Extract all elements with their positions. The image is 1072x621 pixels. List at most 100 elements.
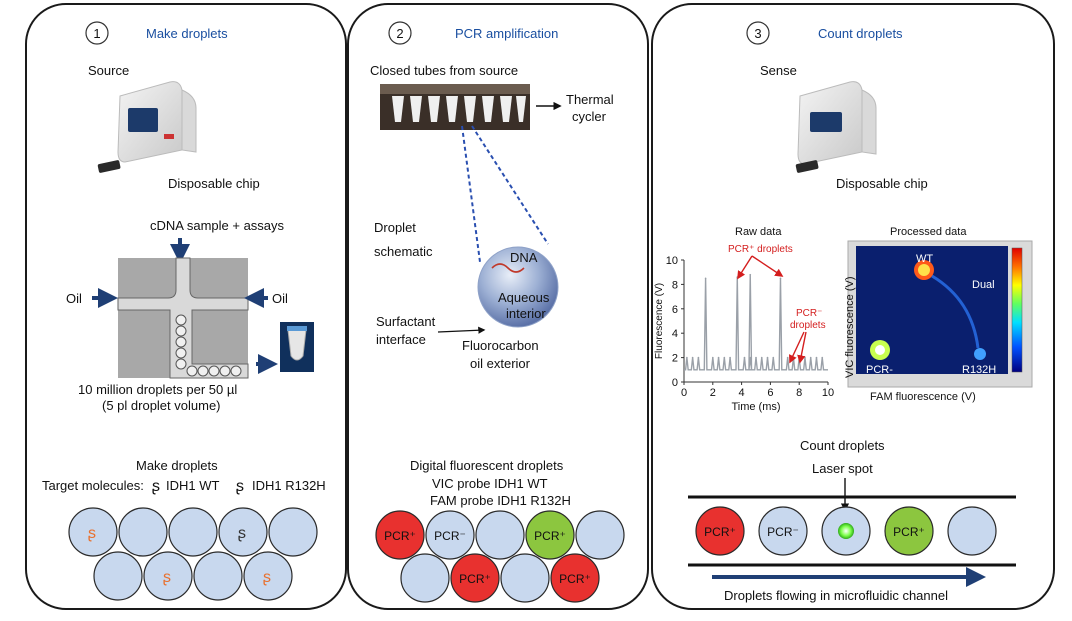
surfactant-line1: Surfactant: [376, 314, 436, 329]
droplet-train: [695, 506, 997, 556]
y-tick-label: 2: [672, 353, 678, 365]
panel-2-frame: [347, 3, 649, 610]
thermal-line1: Thermal: [566, 92, 614, 107]
target-wt-label: IDH1 WT: [166, 478, 220, 493]
panel-2-number: 2: [396, 26, 403, 41]
trace-peak-point: [809, 356, 812, 359]
trace-peak-point: [766, 356, 769, 359]
y-tick-label: 8: [672, 279, 678, 291]
zoom-line-left: [461, 125, 481, 263]
surfactant-arrow: [437, 326, 486, 334]
trace-peak-point: [712, 356, 714, 359]
pcr-neg-annotation-line2: droplets: [790, 320, 826, 331]
panel-1-number-circle: [85, 21, 109, 45]
pcr-minus-cluster-label: PCR-: [866, 364, 893, 376]
pcr-pos-arrow-1: [737, 255, 753, 280]
dual-cluster-label: Dual: [972, 279, 995, 291]
train-label-pos: PCR⁺: [704, 525, 736, 539]
pcr-pos-arrow-2: [751, 255, 784, 277]
droplet-schematic-line1: Droplet: [374, 220, 416, 235]
fluorescence-trace: [684, 274, 828, 371]
trace-peak-point: [779, 277, 782, 280]
droplet-generator-instrument: [117, 81, 197, 163]
trace-peak-point: [691, 356, 694, 359]
y-tick-label: 0: [672, 377, 678, 389]
y-axis-label: Fluorescence (V): [654, 283, 665, 359]
fam-probe-label: FAM probe IDH1 R132H: [430, 493, 571, 508]
panel-2-title: PCR amplification: [455, 26, 558, 41]
x-tick-label: 6: [767, 387, 773, 399]
trace-peak-point: [749, 356, 752, 359]
fam-axis-label: FAM fluorescence (V): [870, 391, 976, 403]
trace-peak-point: [804, 356, 806, 359]
pcr-neg-arrow-1: [789, 331, 805, 364]
digital-droplets-title: Digital fluorescent droplets: [410, 458, 564, 473]
sample-label: cDNA sample + assays: [150, 218, 285, 233]
x-tick-label: 0: [681, 387, 687, 399]
laser-spot-label: Laser spot: [812, 461, 873, 476]
source-label: Source: [88, 63, 129, 78]
panel-3-frame: [651, 3, 1055, 610]
trace-peak-point: [743, 356, 746, 359]
collection-tube-image: [280, 322, 314, 372]
wt-cluster-label: WT: [916, 253, 933, 265]
train-label-pos: PCR⁺: [893, 525, 925, 539]
droplet-array-1: ʂ ʂ ʂ ʂ: [68, 507, 318, 601]
x-tick-label: 10: [822, 387, 834, 399]
processed-data-heatmap: [847, 240, 1033, 388]
droplet-label-pos: PCR⁺: [559, 572, 591, 586]
trace-peak-point: [798, 356, 800, 359]
trace-peak-point: [723, 356, 726, 359]
microfluidic-junction-image: [117, 257, 249, 379]
dna-wt-icon: ʂ: [152, 478, 160, 495]
panel-2-number-circle: [388, 21, 412, 45]
pcr-neg-annotation-line1: PCR⁻: [796, 308, 822, 319]
disposable-chip-1: [97, 160, 121, 173]
dna-mutant-icon: ʂ: [236, 478, 244, 495]
closed-tubes-label: Closed tubes from source: [370, 63, 518, 78]
target-molecules-label: Target molecules:: [42, 478, 144, 493]
chip-label-1: Disposable chip: [168, 176, 260, 191]
droplet-label-pos: PCR⁺: [534, 529, 566, 543]
dna-label: DNA: [510, 250, 538, 265]
droplet-schematic-line2: schematic: [374, 244, 433, 259]
svg-text:ʂ: ʂ: [88, 525, 96, 542]
dna-helix-icon: [491, 263, 525, 273]
trace-peak-point: [760, 356, 763, 359]
droplet-reader-instrument: [797, 81, 877, 165]
droplets-count-line1: 10 million droplets per 50 µl: [78, 382, 237, 397]
droplet-label-neg: PCR⁻: [434, 529, 466, 543]
trace-peak-point: [821, 356, 824, 359]
trace-peak-point: [772, 356, 775, 359]
pcr-pos-droplets-annotation: PCR⁺ droplets: [728, 244, 793, 255]
tube-strip-image: [380, 84, 530, 130]
fluorocarbon-line1: Fluorocarbon: [462, 338, 539, 353]
panel-1-title: Make droplets: [146, 26, 228, 41]
droplets-count-line2: (5 pl droplet volume): [102, 398, 221, 413]
droplet-label-pos: PCR⁺: [459, 572, 491, 586]
y-tick-label: 4: [672, 328, 678, 340]
panel-3-number: 3: [754, 26, 761, 41]
trace-peak-point: [786, 356, 789, 359]
vic-probe-label: VIC probe IDH1 WT: [432, 476, 548, 491]
flowing-caption: Droplets flowing in microfluidic channel: [724, 588, 948, 603]
zoom-line-right: [471, 125, 549, 245]
chip-label-2: Disposable chip: [836, 176, 928, 191]
pcr-neg-arrow-2: [797, 331, 807, 364]
svg-text:ʂ: ʂ: [263, 569, 271, 586]
vic-axis-label: VIC fluorescence (V): [844, 277, 856, 378]
y-tick-label: 10: [666, 255, 678, 267]
droplet-label-pos: PCR⁺: [384, 529, 416, 543]
aqueous-line2: interior: [506, 306, 546, 321]
target-mut-label: IDH1 R132H: [252, 478, 326, 493]
droplet-array-2: [375, 510, 625, 603]
panel-3-number-circle: [746, 21, 770, 45]
trace-peak-point: [729, 356, 731, 359]
panel-1-number: 1: [93, 26, 100, 41]
svg-text:ʂ: ʂ: [238, 525, 246, 542]
panel-3-title: Count droplets: [818, 26, 903, 41]
raw-data-title: Raw data: [735, 226, 782, 238]
trace-peak-point: [749, 273, 752, 276]
